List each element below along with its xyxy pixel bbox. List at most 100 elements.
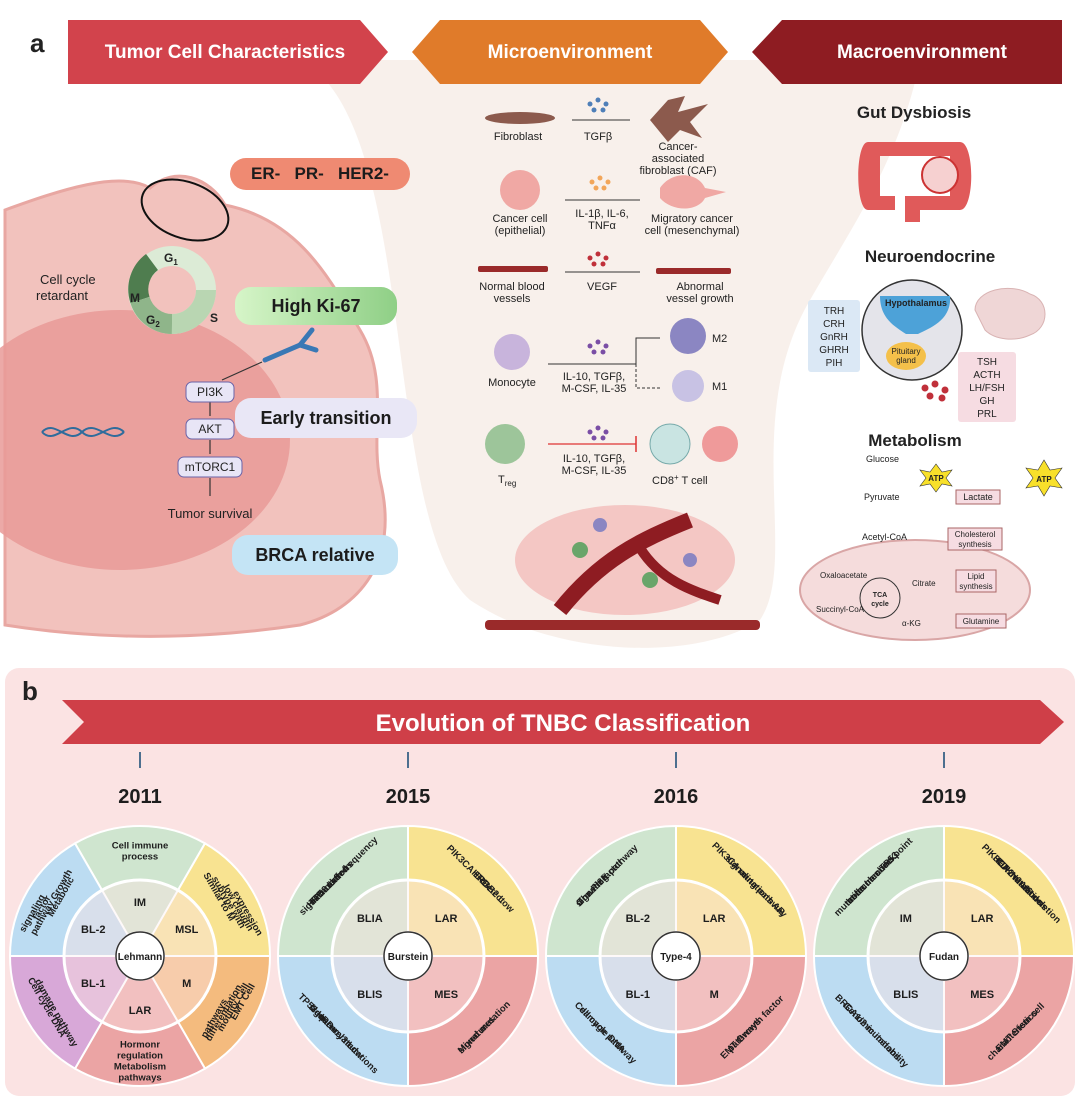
panel-b-title: Evolution of TNBC Classification: [376, 710, 751, 737]
tca-cycle-loop: [859, 577, 901, 619]
lipid-label-1: Lipid: [968, 572, 985, 581]
subtype-label: LAR: [971, 913, 994, 925]
subtype-label: MSL: [175, 924, 199, 936]
feature-label: process: [122, 852, 158, 863]
svg-text:TSH: TSH: [977, 357, 997, 368]
atp-burst-2: [1025, 459, 1063, 497]
cd8-label: CD8+ T cell: [652, 473, 708, 487]
pituitary-label-1: Pituitary: [892, 347, 921, 356]
cancer-cell-label-1: Cancer cell: [492, 213, 547, 225]
subtype-label: MES: [434, 989, 458, 1001]
mtorc1-box: [177, 456, 243, 478]
subtype-label: BL-2: [81, 924, 105, 936]
subtype-label: BLIS: [357, 989, 382, 1001]
subtype-label: LAR: [703, 913, 726, 925]
breast-silhouette: [300, 60, 920, 648]
subtype-label: IM: [134, 897, 146, 909]
tumor-mass-illustration: [485, 505, 760, 630]
target-cancer-icon: [702, 426, 738, 462]
wheel-center: [919, 931, 969, 981]
glutamine-label: Glutamine: [963, 617, 1000, 626]
banner-macro-text: Macroenvironment: [837, 42, 1008, 63]
gut-title: Gut Dysbiosis: [857, 103, 971, 122]
year-label: 2015: [386, 786, 431, 808]
treg-label: Treg: [498, 474, 516, 488]
svg-text:ACTH: ACTH: [973, 370, 1000, 381]
pituitary-label-2: gland: [896, 356, 916, 365]
subtype-label: BLIS: [893, 989, 918, 1001]
phase-g1: G1: [164, 251, 178, 267]
cell-cycle-label-2: retardant: [36, 288, 88, 303]
brca-chip: BRCA relative: [232, 535, 398, 575]
ki67-chip: High Ki-67: [235, 287, 397, 325]
panel-a-label: a: [30, 28, 45, 58]
pituitary-hormones-box: [958, 352, 1016, 422]
il-b-label-2: M-CSF, IL-35: [562, 383, 627, 395]
releasing-hormones: TRH CRH GnRH GHRH PIH: [819, 306, 848, 369]
glutamine-box: [955, 613, 1007, 629]
feature-label: pathways: [118, 1073, 161, 1084]
oxaloacetate-label: Oxaloacetate: [820, 571, 868, 580]
phase-m: M: [130, 291, 140, 305]
migratory-cell-icon: [660, 175, 726, 209]
vegf-dots: [587, 251, 609, 267]
nucleus: [0, 310, 290, 570]
phase-g2: G2: [146, 313, 160, 329]
feature-label: regulation: [117, 1051, 163, 1062]
caf-label-2: associated: [652, 153, 705, 165]
il-c-dots: [587, 425, 609, 441]
il-b-label-1: IL-10, TGFβ,: [563, 371, 625, 383]
abnormal-label-1: Abnormal: [676, 281, 723, 293]
tgfb-dots: [587, 97, 609, 113]
normal-vessel-label-1: Normal blood: [479, 281, 544, 293]
normal-vessel-label-2: vessels: [494, 293, 531, 305]
citrate-label: Citrate: [912, 579, 936, 588]
il-a-dots: [589, 175, 611, 191]
svg-text:LH/FSH: LH/FSH: [969, 383, 1005, 394]
cholesterol-label-1: Cholesterol: [955, 530, 996, 539]
succinyl-label: Succinyl-CoA: [816, 605, 865, 614]
glucose-label: Glucose: [866, 454, 899, 464]
monocyte-icon: [494, 334, 530, 370]
fibroblast-label: Fibroblast: [494, 131, 542, 143]
gut-icon: [858, 142, 972, 222]
wheel-ring: [330, 878, 486, 1034]
tumor-survival: Tumor survival: [168, 506, 253, 521]
banner-tumor-shape: [68, 20, 388, 84]
svg-text:CRH: CRH: [823, 319, 845, 330]
year-label: 2016: [654, 786, 699, 808]
classification-name: Type-4: [660, 952, 692, 963]
akt-label: AKT: [198, 422, 222, 436]
akt-box: [185, 418, 235, 440]
svg-text:GHRH: GHRH: [819, 345, 848, 356]
subtype-label: BLIA: [357, 913, 383, 925]
cholesterol-box: [947, 527, 1003, 551]
subtype-label: LAR: [435, 913, 458, 925]
year-label: 2011: [118, 786, 161, 808]
subtype-label: MES: [970, 989, 994, 1001]
banner-tumor-text: Tumor Cell Characteristics: [105, 42, 345, 63]
classification-name: Fudan: [929, 952, 959, 963]
atp-label-1: ATP: [928, 474, 944, 483]
wheel-center: [383, 931, 433, 981]
monocyte-label: Monocyte: [488, 377, 536, 389]
treg-icon: [485, 424, 525, 464]
timeline-arrow: [62, 700, 1064, 744]
wheel-ring: [62, 878, 218, 1034]
il-a-label-2: TNFα: [588, 220, 616, 232]
panel-b-background: [5, 668, 1075, 1096]
subtype-label: M: [182, 978, 191, 990]
tca-label-2: cycle: [871, 601, 889, 608]
abnormal-vessel-icon: [656, 268, 731, 274]
migratory-label-1: Migratory cancer: [651, 213, 733, 225]
lactate-label: Lactate: [963, 492, 993, 502]
m2-label: M2: [712, 333, 727, 345]
feature-label: Cell immune: [112, 841, 169, 852]
wheel-center: [651, 931, 701, 981]
lactate-box: [955, 489, 1001, 505]
il-a-label-1: IL-1β, IL-6,: [575, 208, 628, 220]
